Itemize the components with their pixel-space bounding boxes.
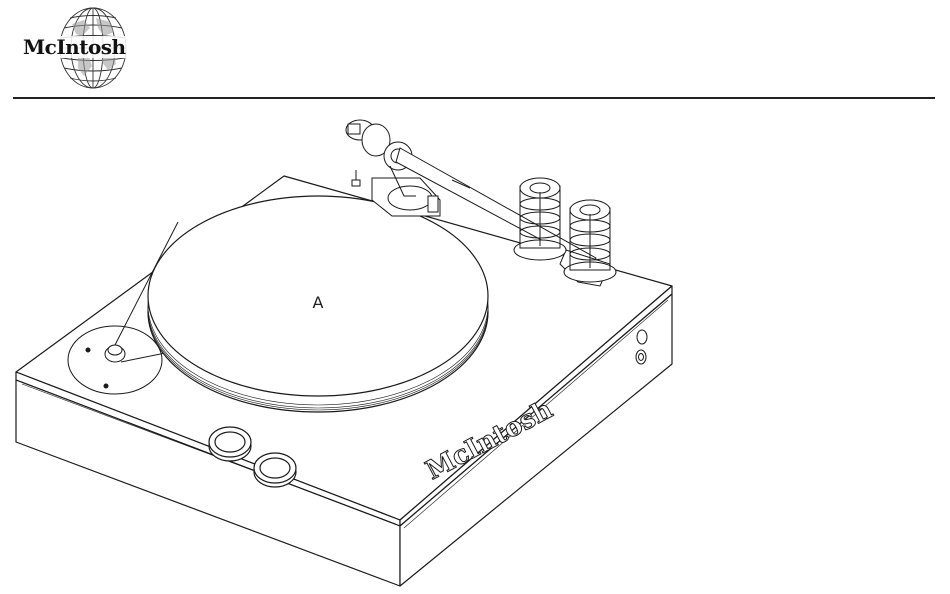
platter-label: A xyxy=(313,293,324,312)
brand-logo: McIntosh xyxy=(18,6,138,90)
counterweight xyxy=(346,120,390,156)
speed-knob[interactable] xyxy=(209,427,251,461)
page-header: McIntosh xyxy=(0,0,950,100)
turntable-illustration: A xyxy=(0,100,950,594)
tube-cage-right xyxy=(564,200,616,282)
power-knob[interactable] xyxy=(254,453,296,487)
brand-wordmark: McIntosh xyxy=(21,36,128,58)
header-rule xyxy=(13,97,935,99)
side-jack-1 xyxy=(637,330,647,344)
